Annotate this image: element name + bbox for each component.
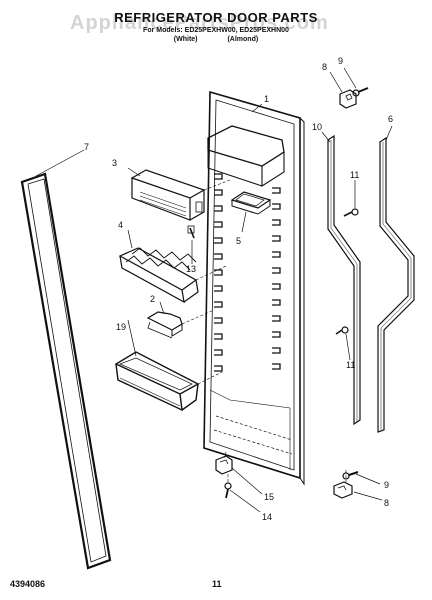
top-hinge-bracket: [339, 89, 357, 109]
egg-tray: [118, 247, 199, 304]
color-white-label: (White): [173, 36, 198, 43]
callout-15: 15: [264, 492, 274, 502]
callout-10: 10: [312, 122, 322, 132]
liner-shelf-supports-right: [272, 187, 281, 370]
callout-5: 5: [236, 236, 241, 246]
callout-3: 3: [112, 158, 117, 168]
assembly-guide-lines: [181, 179, 347, 482]
liner-shelf-supports-left: [214, 173, 223, 372]
callout-11-bottom: 11: [346, 360, 355, 370]
leader-lines: [35, 67, 393, 513]
callout-11-top: 11: [350, 170, 359, 180]
callout-19: 19: [116, 322, 126, 332]
callout-7: 7: [84, 142, 89, 152]
utility-tray: [230, 191, 272, 215]
callout-8-top: 8: [322, 62, 327, 72]
strip-screw-lower: [335, 326, 349, 335]
bottom-stop-bracket: [333, 481, 353, 499]
color-almond-label: (Almond): [227, 36, 259, 43]
model-list: For Models: ED25PEXHW00, ED25PEXHN00: [143, 27, 289, 34]
bottom-hinge-screw: [224, 482, 232, 499]
callout-4: 4: [118, 220, 123, 230]
dairy-door-screw: [189, 227, 195, 239]
door-gasket: [20, 172, 112, 570]
door-bin: [114, 351, 200, 412]
top-hinge-screw: [352, 87, 369, 97]
door-liner: [203, 90, 305, 486]
page-title: REFRIGERATOR DOOR PARTS: [114, 10, 318, 25]
hinge-trim-strip: [327, 134, 361, 426]
bottom-stop-screw: [342, 471, 359, 480]
strip-screw-upper: [343, 208, 359, 217]
dairy-door: [130, 169, 206, 234]
callout-labels: 1 2 3 4 5 6 7 8 9 10 11 11 13 14 15 19 9…: [84, 56, 393, 522]
callout-6: 6: [388, 114, 393, 124]
callout-9-bottom: 9: [384, 480, 389, 490]
bin-clip: [146, 311, 183, 339]
callout-8-bottom: 8: [384, 498, 389, 508]
callout-2: 2: [150, 294, 155, 304]
bottom-hinge-bracket: [215, 455, 233, 475]
document-number: 4394086: [10, 579, 46, 589]
watermark: AppliancePartsPros.com: [70, 12, 329, 34]
dairy-compartment: [207, 125, 285, 188]
callout-1: 1: [264, 94, 269, 104]
page-number: 11: [212, 579, 222, 589]
callout-13: 13: [186, 264, 196, 274]
callout-9-top: 9: [338, 56, 343, 66]
color-legend: (White) (Almond): [0, 36, 432, 43]
breaker-strip: [377, 136, 415, 433]
callout-14: 14: [262, 512, 272, 522]
